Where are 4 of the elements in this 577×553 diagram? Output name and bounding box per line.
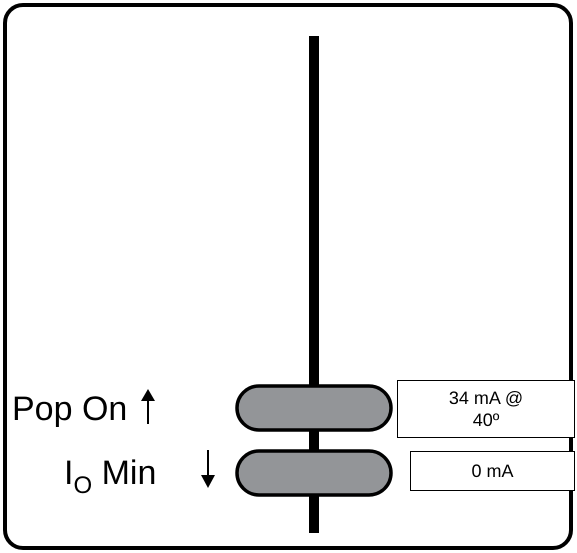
slider-label: Pop On <box>12 392 128 426</box>
slider-label: I$_{O}$ Min <box>64 456 156 498</box>
value-box: 0 mA <box>410 451 575 491</box>
value-box: 34 mA @ 40º <box>397 380 575 438</box>
